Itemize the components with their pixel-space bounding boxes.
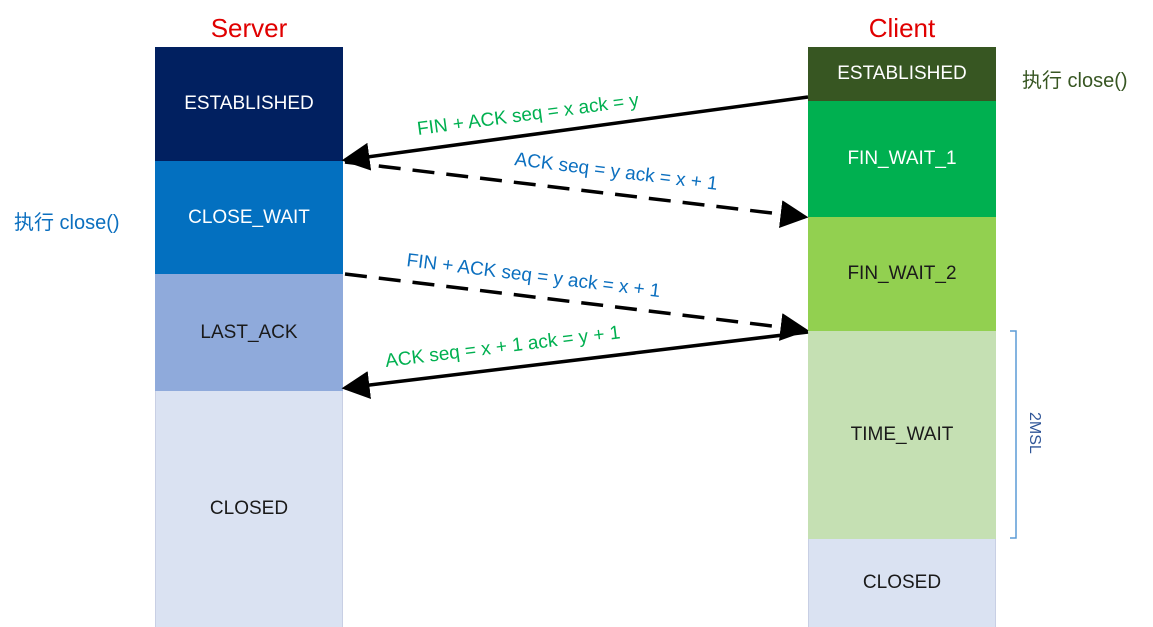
server-close-note: 执行 close() [14,212,120,234]
client-state-time-wait: TIME_WAIT [808,331,996,539]
client-state-established: ESTABLISHED [808,47,996,101]
server-state-last-ack: LAST_ACK [155,274,343,391]
server-state-established: ESTABLISHED [155,47,343,161]
ack-message-label: ACK seq = y ack = x + 1 [513,149,718,195]
client-state-fin-wait-2: FIN_WAIT_2 [808,217,996,331]
server-state-close-wait: CLOSE_WAIT [155,161,343,274]
fin-ack-arrow-server-to-client [344,272,809,341]
final-ack-message-label: ACK seq = x + 1 ack = y + 1 [384,322,621,372]
fin-ack-arrow-client-to-server [341,95,809,171]
server-title: Server [210,13,288,43]
client-title: Client [868,13,936,43]
client-state-fin-wait-1: FIN_WAIT_1 [808,101,996,217]
time-wait-bracket [1010,330,1017,539]
server-fin-ack-message-label: FIN + ACK seq = y ack = x + 1 [405,250,661,302]
client-state-closed: CLOSED [808,539,996,627]
server-state-closed: CLOSED [155,391,343,627]
final-ack-arrow-client-to-server [341,330,809,399]
client-close-note: 执行 close() [1022,70,1128,92]
ack-arrow-server-to-client [344,160,809,228]
fin-ack-message-label: FIN + ACK seq = x ack = y [416,90,641,140]
2msl-label: 2MSL [1026,412,1043,454]
